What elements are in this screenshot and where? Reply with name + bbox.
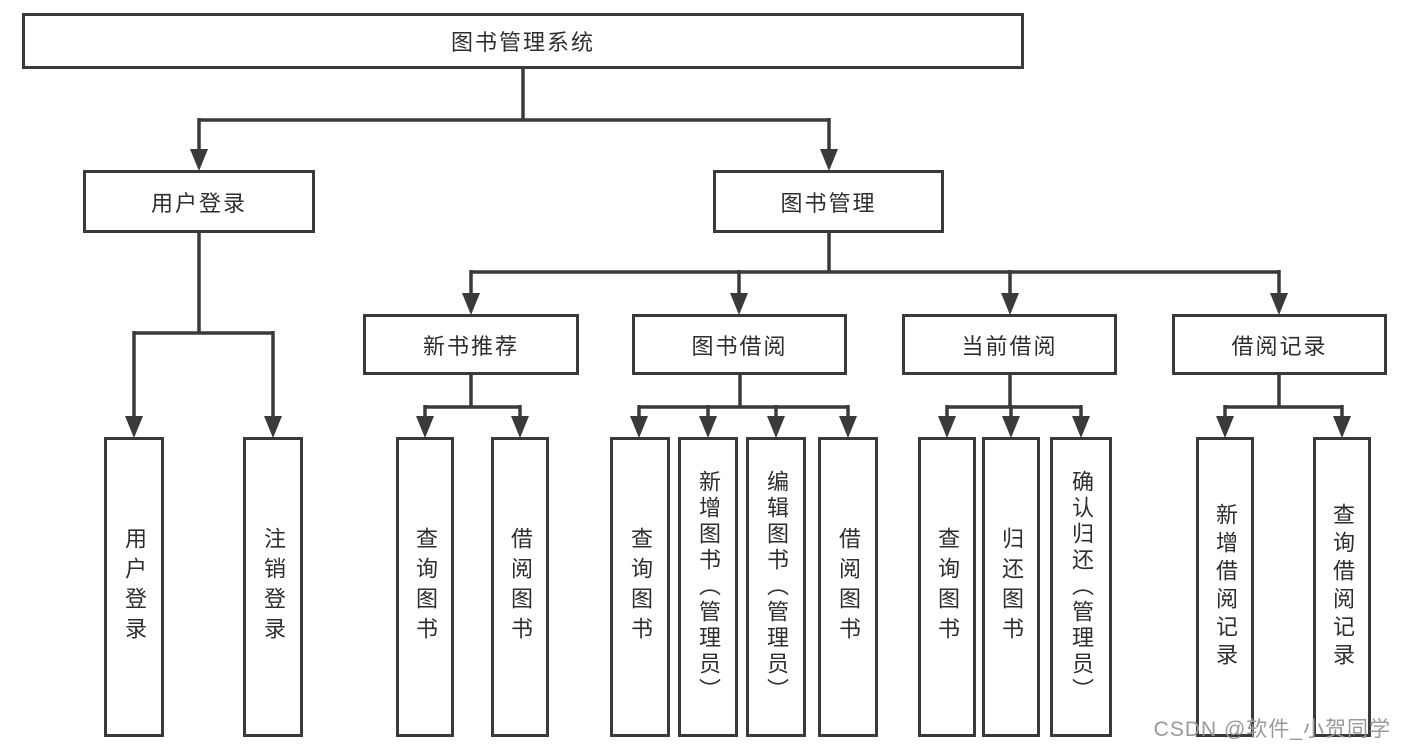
leaf-return-books: 归还图书 — [982, 437, 1040, 737]
node-book-borrowing: 图书借阅 — [632, 314, 847, 375]
leaf-logout: 注销登录 — [243, 437, 303, 737]
csdn-watermark: CSDN @软件_小贺同学 — [1153, 718, 1391, 741]
leaf-edit-books-admin: 编辑图书（管理员） — [746, 437, 806, 737]
leaf-add-books-admin: 新增图书（管理员） — [678, 437, 738, 737]
node-current-borrowing: 当前借阅 — [902, 314, 1117, 375]
node-user-login-module: 用户登录 — [83, 170, 315, 233]
arrowheads — [125, 149, 1351, 438]
leaf-confirm-return-admin: 确认归还（管理员） — [1050, 437, 1112, 737]
node-borrowing-records: 借阅记录 — [1172, 314, 1387, 375]
leaf-query-books-current: 查询图书 — [918, 437, 976, 737]
leaf-query-books-borrow: 查询图书 — [610, 437, 670, 737]
node-book-management-module: 图书管理 — [713, 170, 944, 233]
leaf-borrow-books: 借阅图书 — [818, 437, 878, 737]
leaf-add-borrow-record: 新增借阅记录 — [1196, 437, 1254, 737]
leaf-query-books-recommend: 查询图书 — [396, 437, 454, 737]
leaf-user-login: 用户登录 — [104, 437, 164, 737]
leaf-borrow-books-recommend: 借阅图书 — [491, 437, 549, 737]
leaf-query-borrow-record: 查询借阅记录 — [1313, 437, 1371, 737]
node-new-book-recommend: 新书推荐 — [363, 314, 579, 375]
node-root-system: 图书管理系统 — [22, 13, 1024, 69]
